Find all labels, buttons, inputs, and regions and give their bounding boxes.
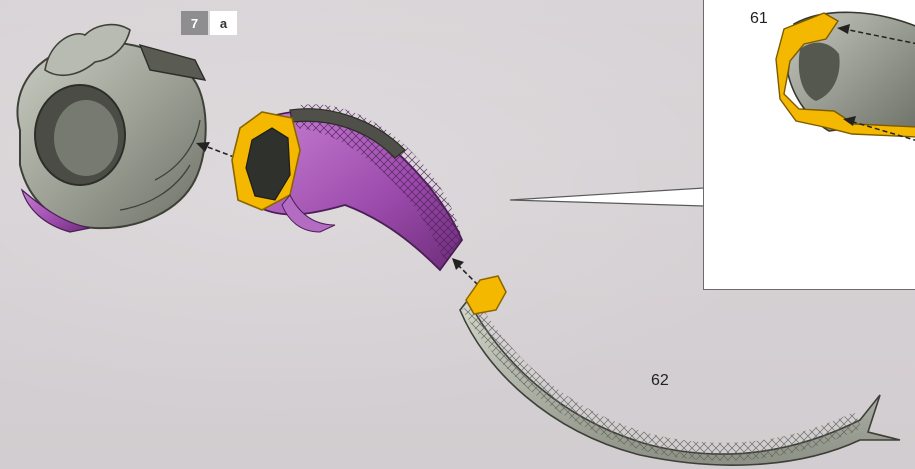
step-badge: 7 a (181, 11, 237, 35)
inset-illustration (704, 0, 915, 290)
tail-base-piece (232, 104, 462, 270)
step-number: 7 (181, 11, 208, 35)
part-label-61: 61 (750, 10, 768, 28)
step-sub-letter: a (210, 11, 237, 35)
part-label-62: 62 (651, 372, 669, 390)
detail-inset (703, 0, 915, 290)
body-piece (17, 25, 205, 232)
tail-piece (460, 276, 900, 465)
assembly-arrow-2 (452, 258, 478, 285)
callout-pointer (510, 188, 704, 206)
